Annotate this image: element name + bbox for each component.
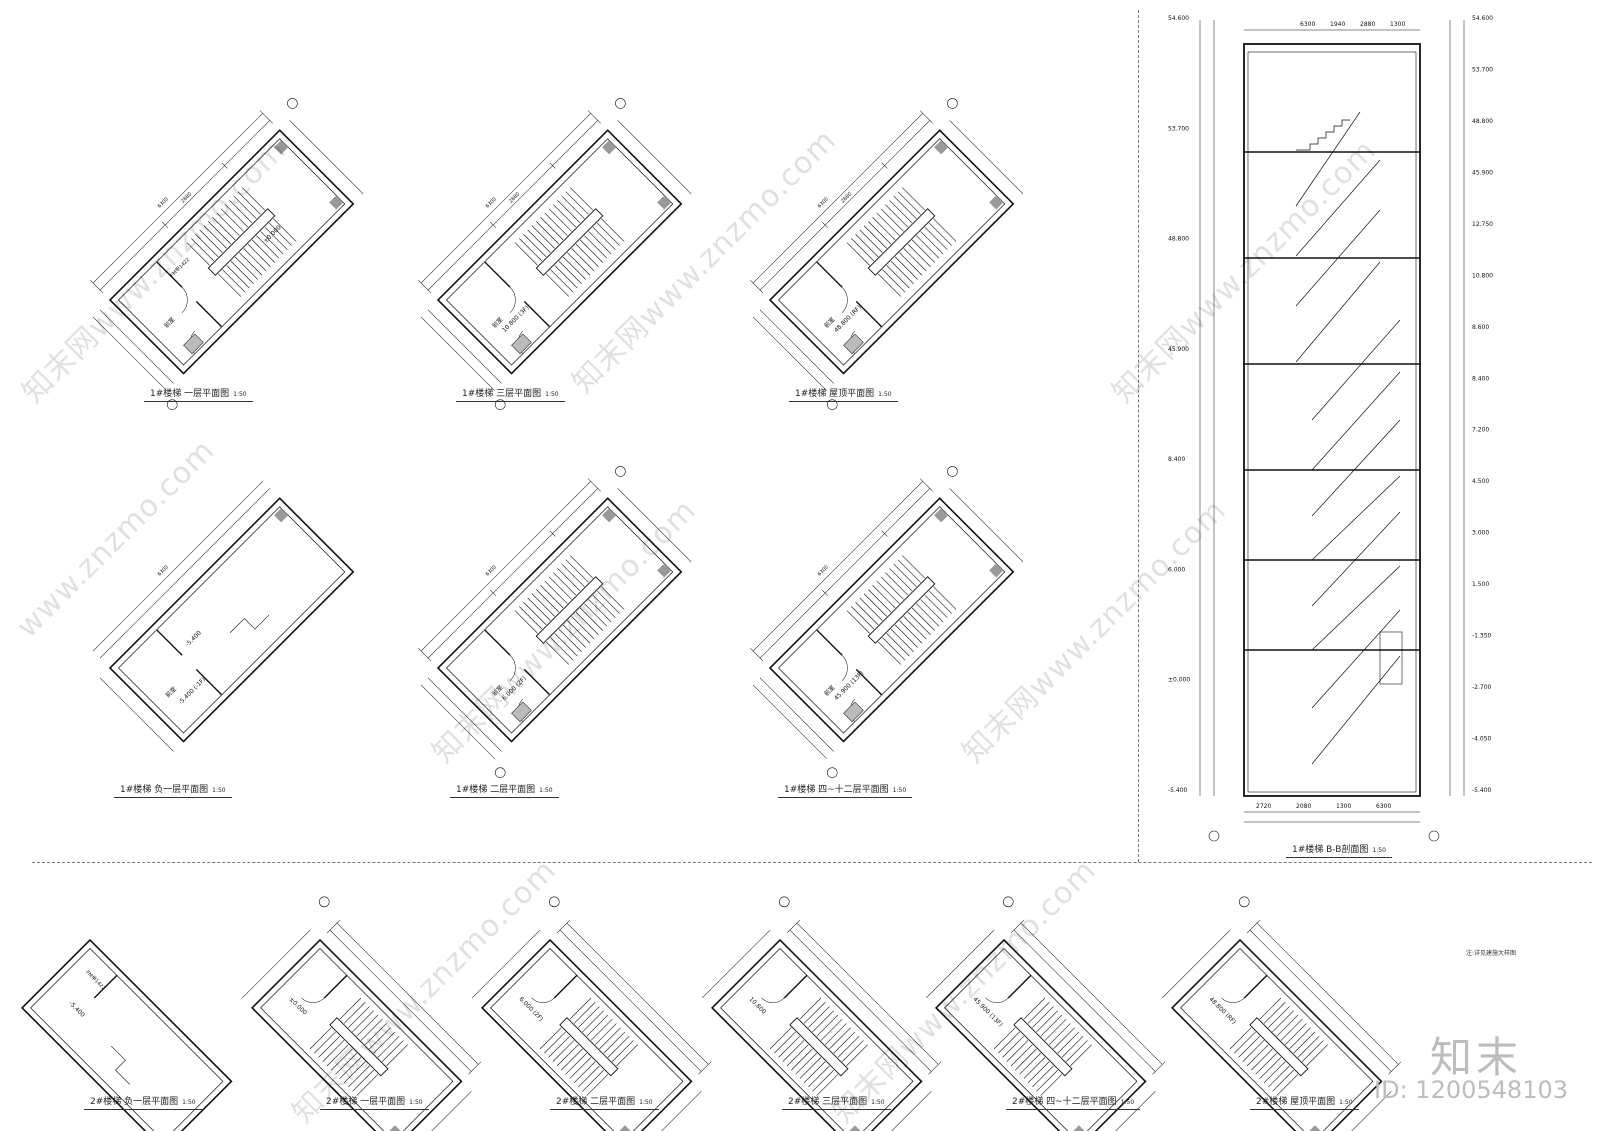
section-dim-label: 2080 — [1296, 803, 1311, 810]
section-level-label: 4.500 — [1472, 478, 1489, 485]
brand-id: ID: 1200548103 — [1374, 1076, 1568, 1104]
section-level-label: -1.350 — [1472, 633, 1492, 640]
section-level-label: 10.800 — [1472, 272, 1493, 279]
section-level-label: 54.600 — [1472, 15, 1493, 22]
dim-text: 6300 — [485, 564, 498, 577]
section-level-label: 45.900 — [1472, 169, 1493, 176]
section-level-label: -2.700 — [1472, 684, 1492, 691]
section-level-label: 1.500 — [1472, 581, 1489, 588]
dim-text: 6300 — [157, 196, 170, 209]
drawing-note: 注:详见建施大样图 — [1466, 950, 1517, 957]
plan-text-level: 6.000 (2F) — [517, 996, 544, 1023]
plan-text-level: ±0.000 — [287, 996, 308, 1017]
section-bb — [1199, 20, 1465, 842]
plan-roof: 48.800 (RF) 前室 6300 2880 — [724, 86, 1051, 413]
plan-text-level: 45.900 (13F) — [833, 670, 865, 702]
section-level-label: -5.400 — [1168, 787, 1188, 794]
section-level-label: 48.800 — [1472, 118, 1493, 125]
section-level-label: -5.400 — [1472, 787, 1492, 794]
brand-logo: 知末 — [1429, 1033, 1522, 1082]
section-level-label: 6.000 — [1168, 566, 1185, 573]
plan-text-room: 前室 — [162, 316, 176, 330]
plan-3f: 10.800 (3F) 前室 6300 2880 — [392, 86, 719, 413]
dim-text: 6300 — [817, 564, 830, 577]
plan-text-level: 10.800 (3F) — [501, 304, 531, 334]
section-level-label: -4.050 — [1472, 736, 1492, 743]
plan-text-level: -5.400 — [184, 629, 203, 648]
section-dims-top: 6300 1940 2880 1300 — [1300, 21, 1405, 28]
plan-text-door: FM甲1422 — [84, 970, 106, 992]
section-dims-bottom: 2720 2080 1300 6300 — [1256, 803, 1391, 810]
section-level-label: 12.750 — [1472, 221, 1493, 228]
section-level-label: 8.400 — [1472, 375, 1489, 382]
plan-text-level: -5.400 — [67, 1000, 86, 1019]
section-levels-left: 54.600 53.700 48.800 45.900 8.400 6.000 ±0.000… — [1168, 15, 1190, 794]
section-dim-label: 1300 — [1336, 803, 1351, 810]
section-dim-label: 2720 — [1256, 803, 1271, 810]
dim-text: 6300 — [157, 564, 170, 577]
section-level-label: 8.400 — [1168, 456, 1185, 463]
section-dim-label: 6300 — [1376, 803, 1391, 810]
section-dim-label: 1940 — [1330, 21, 1345, 28]
dim-text: 6300 — [485, 196, 498, 209]
section-level-label: 8.600 — [1472, 324, 1489, 331]
plan-text-level: 48.800 (RF) — [1207, 996, 1237, 1026]
dim-text: 6300 — [817, 196, 830, 209]
dim-text: 2880 — [840, 191, 853, 204]
section-levels-right: 54.600 53.700 48.800 45.900 12.750 10.800 8.60… — [1472, 15, 1493, 794]
section-level-label: 53.700 — [1168, 125, 1189, 132]
section-level-label: 53.700 — [1472, 66, 1493, 73]
section-dim-label: 1300 — [1390, 21, 1405, 28]
section-level-label: 3.000 — [1472, 530, 1489, 537]
plan-text-room: 前室 — [164, 685, 178, 699]
plan-text-level: 10.800 — [747, 996, 767, 1016]
section-dim-label: 6300 — [1300, 21, 1315, 28]
section-level-label: 7.200 — [1472, 427, 1489, 434]
dim-text: 2880 — [508, 191, 521, 204]
section-level-label: ±0.000 — [1168, 677, 1190, 684]
section-level-label: 54.600 — [1168, 15, 1189, 22]
section-level-label: 45.900 — [1168, 346, 1189, 353]
plan-1f: ±0.000 前室 FM甲1422 6300 2880 — [64, 86, 391, 413]
plan-text-level: -5.400 (-1F) — [177, 676, 207, 706]
sheet-divider-horizontal — [32, 862, 1592, 863]
section-dim-label: 2880 — [1360, 21, 1375, 28]
sheet-divider-vertical — [1138, 10, 1139, 862]
section-level-label: 48.800 — [1168, 236, 1189, 243]
plan-text-level: 48.800 (RF) — [833, 304, 863, 334]
